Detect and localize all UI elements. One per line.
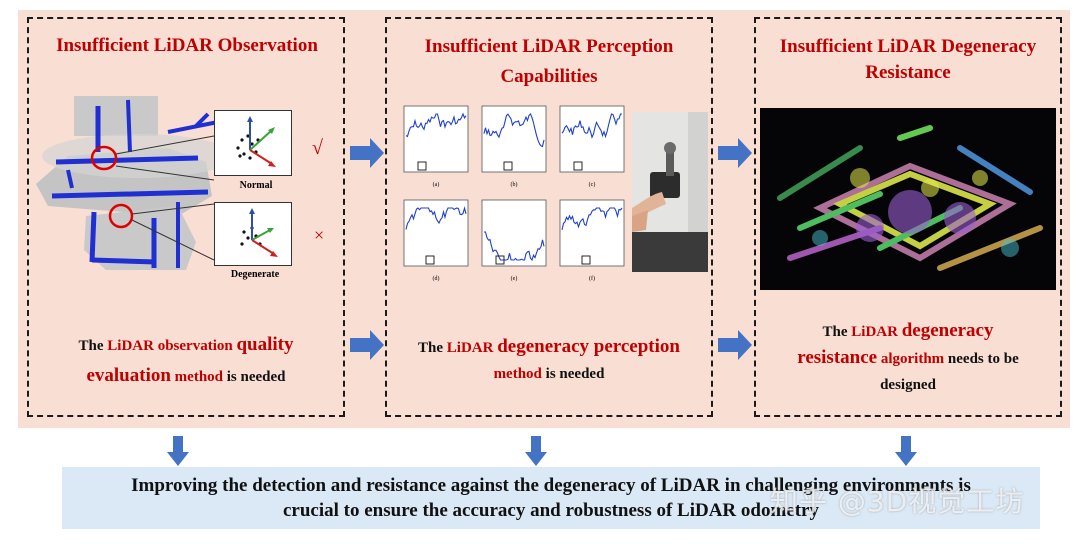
plot-label: (e) [511, 275, 518, 282]
plot-frame [559, 105, 625, 173]
panel-1-title: Insufficient LiDAR Observation [56, 35, 318, 56]
conclusion-box: Improving the detection and resistance a… [62, 467, 1040, 529]
plot-trace [483, 113, 545, 148]
colored-point-cloud-image [760, 108, 1056, 290]
panel-2-title: Insufficient LiDAR Perception Capabiliti… [387, 34, 711, 90]
caption-1-evaluation: evaluation [86, 365, 171, 386]
plot-frame [403, 199, 469, 267]
caption-1-method: method [174, 369, 224, 385]
normal-label: Normal [239, 180, 273, 191]
cross-mark: × [314, 225, 325, 245]
panel-2-title-line1: Insufficient LiDAR Perception [424, 36, 674, 57]
caption-1-prefix: The [78, 338, 104, 354]
normal-eigen-inset [214, 110, 292, 176]
degenerate-label: Degenerate [230, 269, 280, 280]
panel-lidar-resistance [754, 17, 1062, 417]
conclusion-line-1: Improving the detection and resistance a… [131, 475, 971, 496]
plot-trace [484, 231, 545, 262]
arrow-right-bottom-2 [718, 330, 752, 360]
caption-1-lidar: LiDAR [107, 338, 154, 354]
panel-lidar-observation [27, 17, 345, 417]
degeneracy-marker-box [573, 161, 583, 171]
caption-2-degeneracy-perception: degeneracy perception [497, 336, 680, 357]
panel-2-caption: The LiDAR degeneracy perception method i… [388, 334, 710, 387]
caption-2-prefix: The [418, 340, 444, 356]
watermark: 知乎 @3D视觉工坊 [770, 485, 1025, 518]
panel-3-title-line2: Resistance [865, 62, 951, 83]
point-cloud-map-figure [36, 96, 234, 270]
plot-label: (a) [433, 181, 440, 188]
caption-3-needs: needs to be [947, 351, 1019, 367]
caption-3-designed: designed [880, 377, 936, 393]
panel-1-caption: The LiDAR observation quality evaluation… [30, 332, 342, 390]
plot-trace [561, 113, 622, 139]
degeneracy-plot: (a) [403, 105, 469, 188]
degeneracy-marker-box [503, 161, 513, 171]
plot-label: (b) [511, 181, 518, 188]
panel-3-title: Insufficient LiDAR Degeneracy Resistance [756, 34, 1060, 86]
plot-trace [561, 207, 623, 231]
caption-1-quality: quality [236, 334, 294, 355]
plot-trace [405, 112, 467, 138]
caption-2-lidar: LiDAR [446, 340, 494, 356]
conclusion-text: Improving the detection and resistance a… [62, 473, 1040, 523]
caption-1-suffix: is needed [226, 369, 286, 385]
plot-frame [481, 199, 547, 267]
degeneracy-plot: (e) [481, 199, 547, 282]
arrow-right-top-2 [718, 138, 752, 168]
plot-trace [405, 206, 467, 230]
panel-lidar-perception [385, 17, 713, 417]
handheld-lidar-photo [632, 112, 708, 272]
panel-2-title-line2: Capabilities [500, 66, 598, 87]
plot-frame [559, 199, 625, 267]
degeneracy-plot: (c) [559, 105, 625, 188]
caption-3-algorithm: algorithm [880, 351, 945, 367]
caption-3-degeneracy: degeneracy [901, 320, 994, 341]
caption-2-suffix: is needed [545, 366, 605, 382]
arrow-down-2 [525, 436, 547, 466]
degeneracy-marker-box [495, 255, 505, 265]
plot-frame [481, 105, 547, 173]
degeneracy-plot: (d) [403, 199, 469, 282]
conclusion-line-2: crucial to ensure the accuracy and robus… [282, 500, 819, 521]
degeneracy-plot: (b) [481, 105, 547, 188]
panel-3-caption: The LiDAR degeneracy resistance algorith… [757, 318, 1059, 398]
panel-3-title-line1: Insufficient LiDAR Degeneracy [779, 36, 1037, 57]
degeneracy-plots-grid: (a) (b) (c) (d) (e) (f) [403, 105, 625, 282]
arrow-right-bottom-1 [350, 330, 384, 360]
plot-label: (c) [589, 181, 596, 188]
caption-1-observation: observation [157, 338, 233, 354]
caption-2-method: method [493, 366, 542, 382]
degeneracy-marker-box [417, 161, 427, 171]
caption-3-prefix: The [822, 324, 848, 340]
plot-label: (d) [433, 275, 440, 282]
degeneracy-plot: (f) [559, 199, 625, 282]
plot-label: (f) [589, 275, 595, 282]
arrow-down-3 [895, 436, 917, 466]
arrow-down-1 [167, 436, 189, 466]
plot-frame [403, 105, 469, 173]
degenerate-eigen-inset [214, 202, 292, 266]
arrow-right-top-1 [350, 138, 384, 168]
degeneracy-marker-box [581, 255, 591, 265]
caption-3-lidar: LiDAR [851, 324, 898, 340]
check-mark: √ [312, 137, 323, 159]
caption-3-resistance: resistance [797, 347, 878, 368]
degeneracy-marker-box [425, 255, 435, 265]
